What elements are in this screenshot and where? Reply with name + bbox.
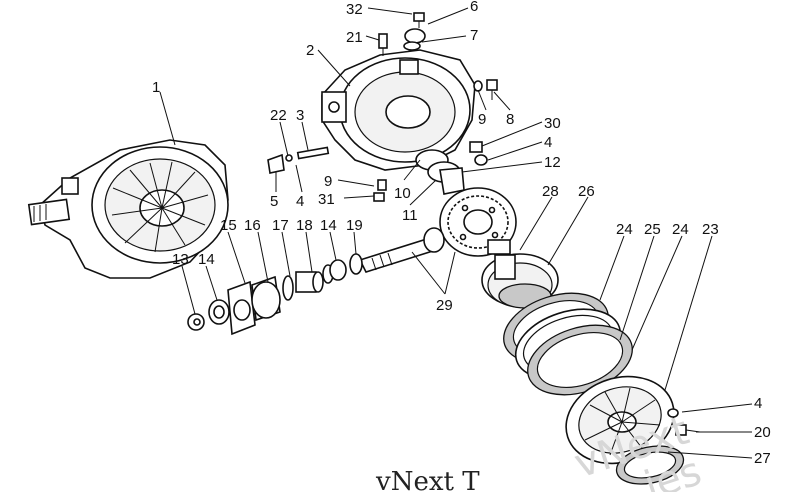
callout-13: 13 (172, 251, 189, 268)
callout-30: 30 (544, 115, 561, 132)
callout-24-a: 24 (616, 221, 633, 238)
callout-21: 21 (346, 29, 363, 46)
callout-18: 18 (296, 217, 313, 234)
callout-12: 12 (544, 154, 561, 171)
callout-1: 1 (152, 79, 160, 96)
callout-3: 3 (296, 107, 304, 124)
part-29-ring-gear (358, 187, 517, 273)
callout-29: 29 (436, 297, 453, 314)
callout-4-bottom: 4 (754, 395, 762, 412)
callout-27: 27 (754, 450, 771, 467)
fasteners-top (373, 12, 498, 202)
callout-20: 20 (754, 424, 771, 441)
callout-9-mid: 9 (324, 173, 332, 190)
callout-23: 23 (702, 221, 719, 238)
callout-28: 28 (542, 183, 559, 200)
callout-19: 19 (346, 217, 363, 234)
callout-31: 31 (318, 191, 335, 208)
part-23-pressure-plate (565, 375, 675, 465)
callout-24-b: 24 (672, 221, 689, 238)
callout-6: 6 (470, 0, 478, 15)
callout-4-right: 4 (544, 134, 552, 151)
callout-26: 26 (578, 183, 595, 200)
callout-7: 7 (470, 27, 478, 44)
callout-16: 16 (244, 217, 261, 234)
callout-22: 22 (270, 107, 287, 124)
watermark: vNext ies vNext T (375, 408, 707, 492)
parts-13-19 (187, 253, 363, 336)
callout-5: 5 (270, 193, 278, 210)
callout-17: 17 (272, 217, 289, 234)
callout-32: 32 (346, 1, 363, 18)
callout-10: 10 (394, 185, 411, 202)
callout-8: 8 (506, 111, 514, 128)
leader-lines (159, 7, 753, 459)
callout-4-left: 4 (296, 193, 304, 210)
watermark-small: vNext T (375, 467, 480, 492)
part-27-seal (615, 408, 701, 485)
callout-9-top: 9 (478, 111, 486, 128)
parts-22-3-5 (267, 146, 330, 174)
parts-10-11-12 (415, 149, 465, 195)
callout-15: 15 (220, 217, 237, 234)
callout-25: 25 (644, 221, 661, 238)
callouts: 32 6 21 7 2 1 9 8 22 3 30 4 12 9 10 5 4 … (152, 0, 771, 467)
plates-24-25-26 (503, 292, 633, 396)
callout-14-left: 14 (198, 251, 215, 268)
callout-2: 2 (306, 42, 314, 59)
callout-11: 11 (402, 207, 418, 224)
part-2-cover (321, 49, 476, 171)
callout-14-mid: 14 (320, 217, 337, 234)
part-1-housing (27, 139, 229, 279)
